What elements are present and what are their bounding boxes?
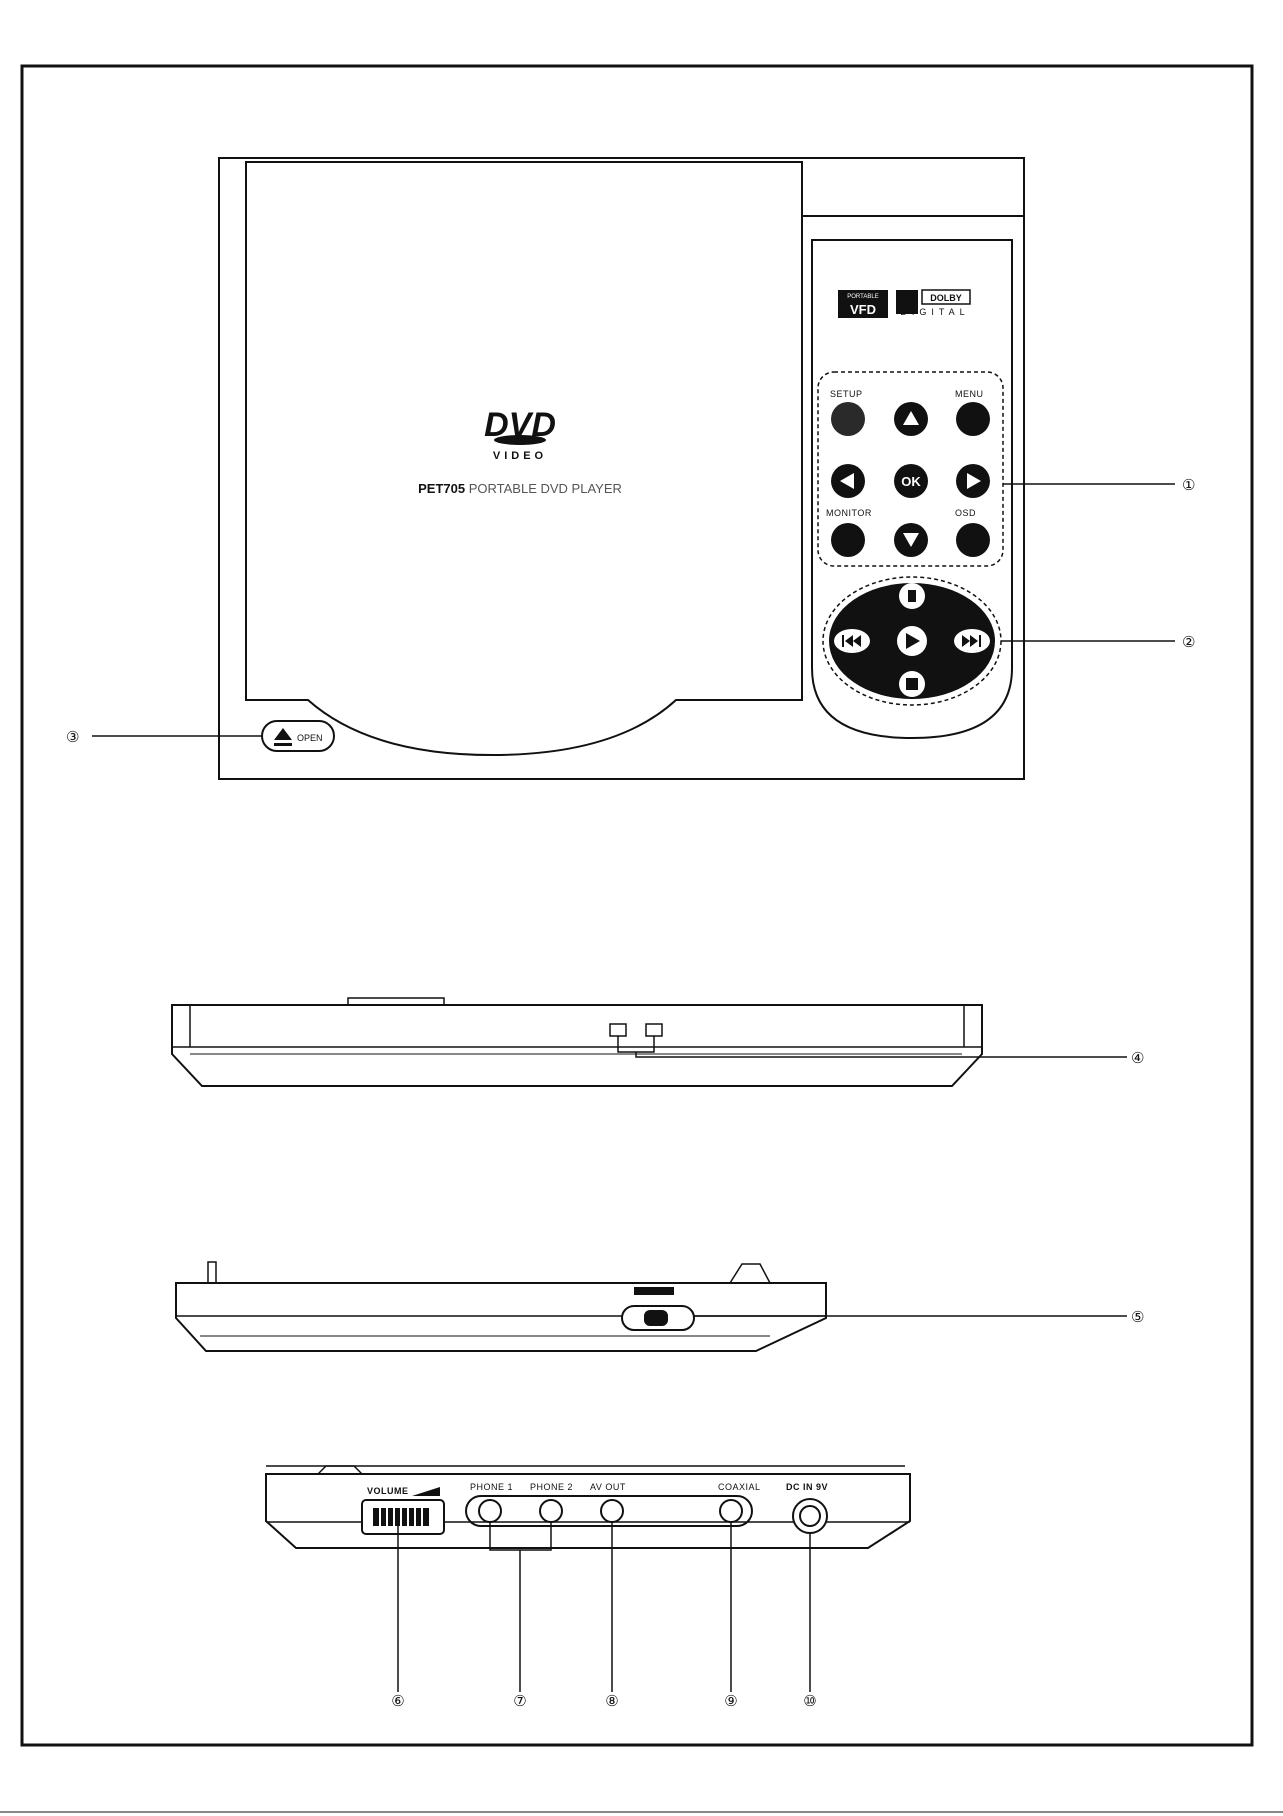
vfd-badge-text: VFD	[850, 302, 876, 317]
indicator-led-left	[610, 1024, 626, 1036]
phone2-jack[interactable]	[540, 1500, 562, 1522]
page-border	[22, 66, 1252, 1745]
ok-button[interactable]: OK	[894, 464, 928, 498]
side-view-tab-right	[730, 1264, 770, 1283]
power-switch[interactable]	[622, 1306, 694, 1330]
callout-3: ③	[66, 728, 79, 746]
model-description: PORTABLE DVD PLAYER	[469, 481, 622, 496]
model-label: PET705 PORTABLE DVD PLAYER	[418, 481, 622, 496]
callout-8: ⑧	[605, 1692, 618, 1710]
pause-icon	[908, 590, 916, 602]
av-out-jack[interactable]	[601, 1500, 623, 1522]
front-view-top-strip	[348, 998, 444, 1005]
dc-in-jack-inner	[800, 1506, 820, 1526]
side-view-switch: ⑤	[176, 1262, 1144, 1351]
callout-10: ⑩	[803, 1692, 816, 1710]
volume-label: VOLUME	[367, 1486, 409, 1496]
coaxial-jack[interactable]	[720, 1500, 742, 1522]
down-button[interactable]	[894, 523, 928, 557]
open-button[interactable]: OPEN	[262, 721, 334, 751]
ok-button-label: OK	[901, 474, 921, 489]
dolby-badge: DOLBY DIGITAL	[896, 290, 970, 317]
switch-slot	[634, 1287, 674, 1295]
up-button[interactable]	[894, 402, 928, 436]
phone2-label: PHONE 2	[530, 1482, 573, 1492]
front-view: ④	[172, 998, 1144, 1086]
callout-1: ①	[1182, 476, 1195, 494]
power-switch-knob[interactable]	[644, 1310, 668, 1326]
dc-in-label: DC IN 9V	[786, 1482, 828, 1492]
stop-button[interactable]	[899, 671, 925, 697]
dvd-logo-subtext: VIDEO	[493, 450, 547, 462]
callout-4: ④	[1131, 1049, 1144, 1067]
volume-wheel[interactable]	[362, 1500, 444, 1534]
indicator-led-right	[646, 1024, 662, 1036]
next-button[interactable]	[954, 629, 990, 653]
setup-label: SETUP	[830, 389, 863, 399]
osd-button[interactable]	[956, 523, 990, 557]
left-button[interactable]	[831, 464, 865, 498]
callout-6: ⑥	[391, 1692, 404, 1710]
coaxial-label: COAXIAL	[718, 1482, 761, 1492]
phone1-label: PHONE 1	[470, 1482, 513, 1492]
volume-wheel-ridges	[380, 1508, 422, 1526]
menu-button[interactable]	[956, 402, 990, 436]
volume-wedge	[412, 1487, 440, 1496]
vfd-badge: PORTABLE VFD	[838, 290, 888, 318]
top-view: DVD VIDEO PET705 PORTABLE DVD PLAYER OPE…	[66, 158, 1195, 779]
menu-label: MENU	[955, 389, 984, 399]
model-name: PET705	[418, 481, 465, 496]
phone1-jack[interactable]	[479, 1500, 501, 1522]
dolby-badge-text: DOLBY	[930, 293, 962, 303]
side-view-tab-left	[208, 1262, 216, 1283]
side-view-body	[176, 1283, 826, 1351]
open-button-label: OPEN	[297, 733, 323, 743]
dc-in-jack[interactable]	[793, 1499, 827, 1533]
pause-button[interactable]	[899, 583, 925, 609]
dvd-logo: DVD VIDEO	[484, 406, 556, 462]
right-button[interactable]	[956, 464, 990, 498]
callout-9: ⑨	[724, 1692, 737, 1710]
callout-7: ⑦	[513, 1692, 526, 1710]
dolby-badge-subtext: DIGITAL	[900, 307, 969, 317]
callout-5: ⑤	[1131, 1308, 1144, 1326]
setup-button[interactable]	[831, 402, 865, 436]
vfd-badge-top: PORTABLE	[847, 294, 878, 300]
play-button[interactable]	[897, 626, 927, 656]
front-view-body	[172, 1005, 982, 1086]
monitor-label: MONITOR	[826, 508, 872, 518]
callout-2: ②	[1182, 633, 1195, 651]
osd-label: OSD	[955, 508, 976, 518]
monitor-button[interactable]	[831, 523, 865, 557]
stop-icon	[906, 678, 918, 690]
av-out-label: AV OUT	[590, 1482, 626, 1492]
ports-view-tab	[318, 1466, 362, 1474]
dvd-logo-disc-icon	[494, 435, 546, 445]
side-view-ports: VOLUME PHONE 1 PHONE 2 AV OUT COAXIAL DC…	[266, 1466, 910, 1710]
previous-button[interactable]	[834, 629, 870, 653]
